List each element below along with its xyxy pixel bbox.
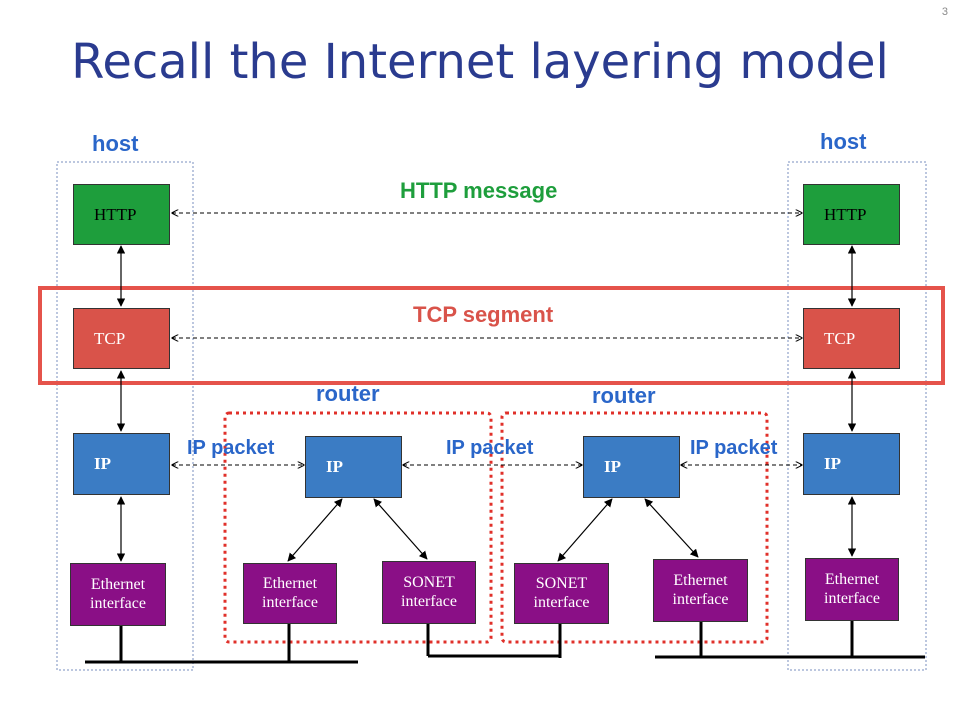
host-left-ip-label: IP [94, 454, 111, 473]
router2-sonet-box: SONET interface [514, 563, 609, 624]
router2-ethernet-box: Ethernet interface [653, 559, 748, 622]
host-right-http-label: HTTP [824, 204, 867, 224]
host-left-ethernet-box: Ethernet interface [70, 563, 166, 626]
host-right-ethernet-label: Ethernet interface [824, 571, 880, 607]
host-right-ethernet-box: Ethernet interface [805, 558, 899, 621]
ip-packet-label-2: IP packet [446, 437, 534, 459]
router1-sonet-box: SONET interface [382, 561, 476, 624]
host-right-tcp-box: TCP [803, 308, 900, 369]
router1-ip-label: IP [326, 457, 343, 476]
host-right-ip-label: IP [824, 454, 841, 473]
router2-ip-sonet-arrow [557, 498, 613, 562]
host-left-outline [56, 161, 194, 671]
http-message-label: HTTP message [400, 178, 558, 203]
tcp-segment-highlight [38, 286, 945, 385]
page-number: 3 [941, 6, 948, 18]
physical-links [85, 621, 925, 664]
host-right-http-box: HTTP [803, 184, 900, 245]
host-left-http-label: HTTP [94, 204, 137, 224]
slide-title: Recall the Internet layering model [71, 34, 889, 90]
host-left-ip-box: IP [73, 433, 170, 495]
router2-ip-box: IP [583, 436, 680, 498]
host-left-http-box: HTTP [73, 184, 170, 245]
ip-packet-label-3: IP packet [690, 437, 778, 459]
router2-sonet-label: SONET interface [533, 575, 590, 611]
router1-ethernet-box: Ethernet interface [243, 563, 337, 624]
router1-ip-sonet-arrow [373, 498, 428, 560]
ip-packet-label-1: IP packet [187, 437, 275, 459]
router1-ip-eth-arrow [287, 498, 343, 562]
host-right-label: host [820, 129, 867, 154]
router-right-outline [500, 411, 769, 644]
router2-ethernet-label: Ethernet interface [672, 572, 729, 608]
router-left-outline [223, 411, 493, 644]
host-left-ethernet-label: Ethernet interface [90, 576, 146, 612]
router1-ip-box: IP [305, 436, 402, 498]
router1-ethernet-label: Ethernet interface [262, 575, 318, 611]
host-right-ip-box: IP [803, 433, 900, 495]
router2-ip-label: IP [604, 457, 621, 476]
router2-ip-eth-arrow [644, 498, 699, 558]
host-left-tcp-box: TCP [73, 308, 170, 369]
router1-sonet-label: SONET interface [401, 574, 457, 610]
router-left-label: router [316, 381, 380, 406]
host-right-tcp-label: TCP [824, 328, 856, 348]
host-left-label: host [92, 131, 139, 156]
router-right-label: router [592, 383, 656, 408]
host-left-tcp-label: TCP [94, 328, 126, 348]
tcp-segment-label: TCP segment [413, 302, 554, 327]
host-right-outline [787, 161, 927, 671]
